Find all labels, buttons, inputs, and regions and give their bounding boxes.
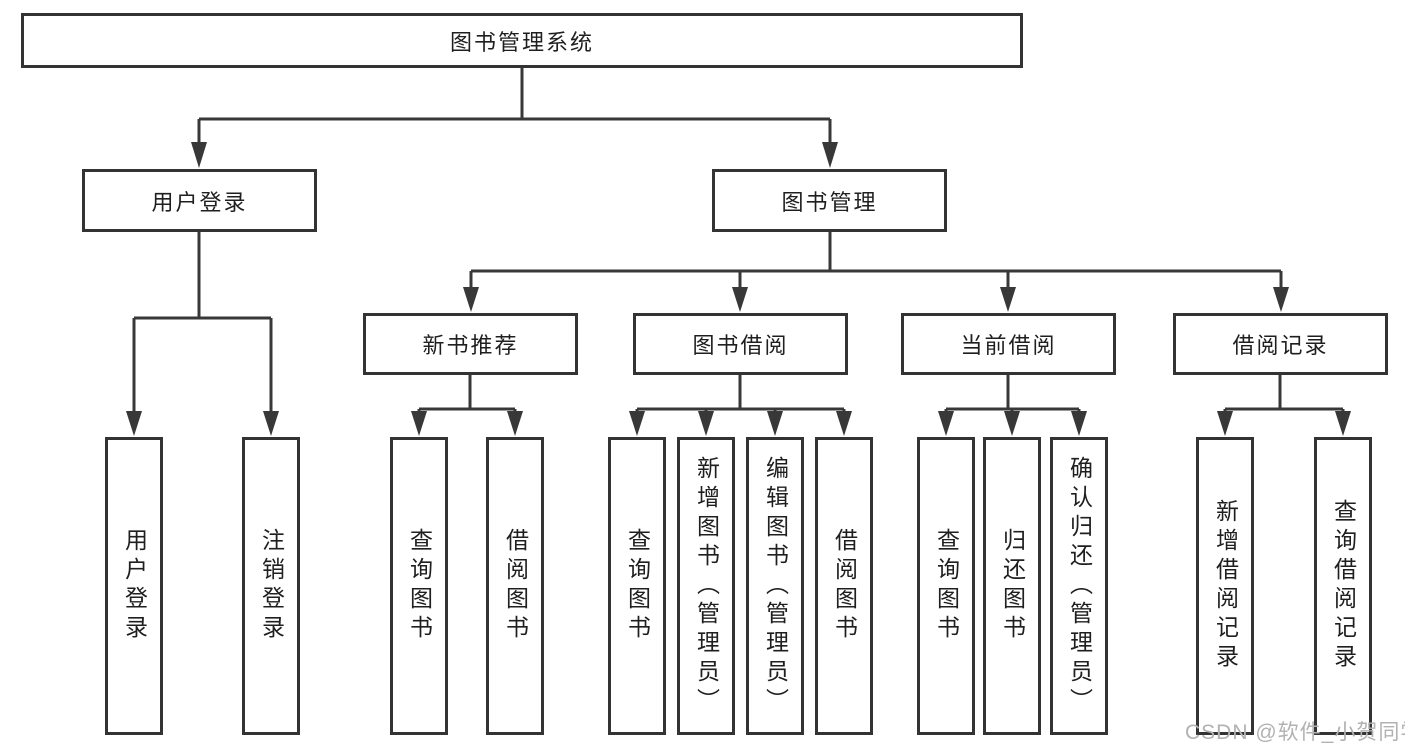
leaf-current-return-books: 归还图书: [983, 437, 1041, 735]
csdn-watermark: CSDN @软件_小贺同学: [1185, 721, 1405, 744]
arrow-down-icon: [767, 411, 783, 436]
arrow-down-icon: [732, 287, 748, 312]
node-book-management: 图书管理: [712, 169, 947, 232]
arrow-down-icon: [938, 411, 954, 436]
node-borrow-records: 借阅记录: [1173, 313, 1388, 375]
node-current-borrowing: 当前借阅: [901, 313, 1116, 375]
leaf-records-query-record: 查询借阅记录: [1314, 437, 1372, 735]
arrow-down-icon: [1217, 411, 1233, 436]
arrow-down-icon: [822, 142, 838, 168]
arrow-down-icon: [1004, 411, 1020, 436]
arrow-down-icon: [411, 411, 427, 436]
arrow-down-icon: [191, 142, 207, 168]
arrow-down-icon: [463, 287, 479, 312]
leaf-records-add-record: 新增借阅记录: [1196, 437, 1254, 735]
arrow-down-icon: [1071, 411, 1087, 436]
arrow-down-icon: [1273, 287, 1289, 312]
arrow-down-icon: [263, 411, 279, 436]
arrow-down-icon: [507, 411, 523, 436]
arrow-down-icon: [836, 411, 852, 436]
leaf-borrowing-edit-books-admin: 编辑图书（管理员）: [746, 437, 804, 735]
node-new-book-recommend: 新书推荐: [363, 313, 578, 375]
leaf-recommend-query-books: 查询图书: [390, 437, 448, 735]
leaf-borrowing-borrow-books: 借阅图书: [815, 437, 873, 735]
leaf-borrowing-add-books-admin: 新增图书（管理员）: [677, 437, 735, 735]
arrow-down-icon: [698, 411, 714, 436]
node-root-system: 图书管理系统: [21, 13, 1023, 68]
leaf-user-login: 用户登录: [105, 437, 163, 735]
arrow-down-icon: [629, 411, 645, 436]
leaf-current-confirm-return-admin: 确认归还（管理员）: [1050, 437, 1108, 735]
arrow-down-icon: [1000, 287, 1016, 312]
node-user-login: 用户登录: [82, 169, 317, 232]
arrow-down-icon: [126, 411, 142, 436]
arrow-down-icon: [1335, 411, 1351, 436]
leaf-logout: 注销登录: [242, 437, 300, 735]
leaf-current-query-books: 查询图书: [917, 437, 975, 735]
node-book-borrowing: 图书借阅: [633, 313, 848, 375]
leaf-borrowing-query-books: 查询图书: [608, 437, 666, 735]
leaf-recommend-borrow-books: 借阅图书: [486, 437, 544, 735]
